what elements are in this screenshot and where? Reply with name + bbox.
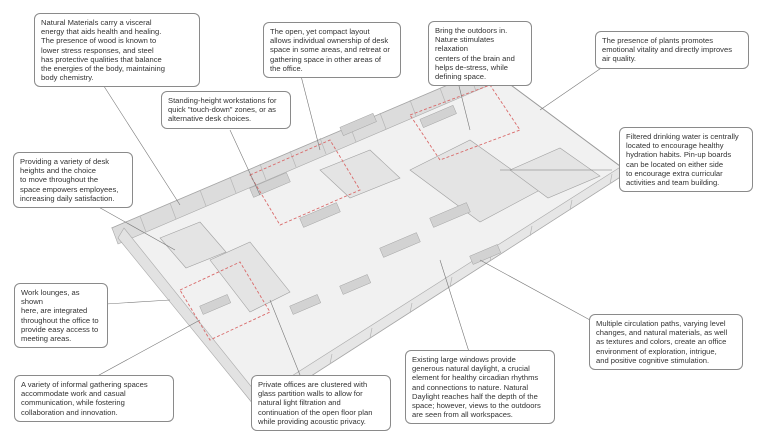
callout-compact-layout: The open, yet compact layout allows indi… (263, 22, 401, 79)
callout-plants: The presence of plants promotes emotiona… (595, 31, 749, 69)
callout-natural-materials: Natural Materials carry a visceral energ… (34, 13, 200, 88)
interior-rooms (159, 139, 601, 313)
highlight-zones (179, 84, 521, 341)
callout-drinking-water: Filtered drinking water is centrally loc… (619, 127, 753, 193)
callout-standing-height: Standing-height workstations for quick "… (161, 91, 291, 129)
window-mullions (139, 74, 613, 391)
callout-circulation: Multiple circulation paths, varying leve… (589, 314, 743, 371)
callout-outdoors: Bring the outdoors in. Nature stimulates… (428, 21, 532, 87)
callout-large-windows: Existing large windows provide generous … (405, 350, 555, 425)
callout-work-lounges: Work lounges, as shown here, are integra… (14, 283, 108, 349)
callout-gathering-spaces: A variety of informal gathering spaces a… (14, 375, 174, 422)
furniture (199, 105, 502, 315)
callout-private-offices: Private offices are clustered with glass… (251, 375, 391, 432)
callout-desk-heights: Providing a variety of desk heights and … (13, 152, 133, 209)
